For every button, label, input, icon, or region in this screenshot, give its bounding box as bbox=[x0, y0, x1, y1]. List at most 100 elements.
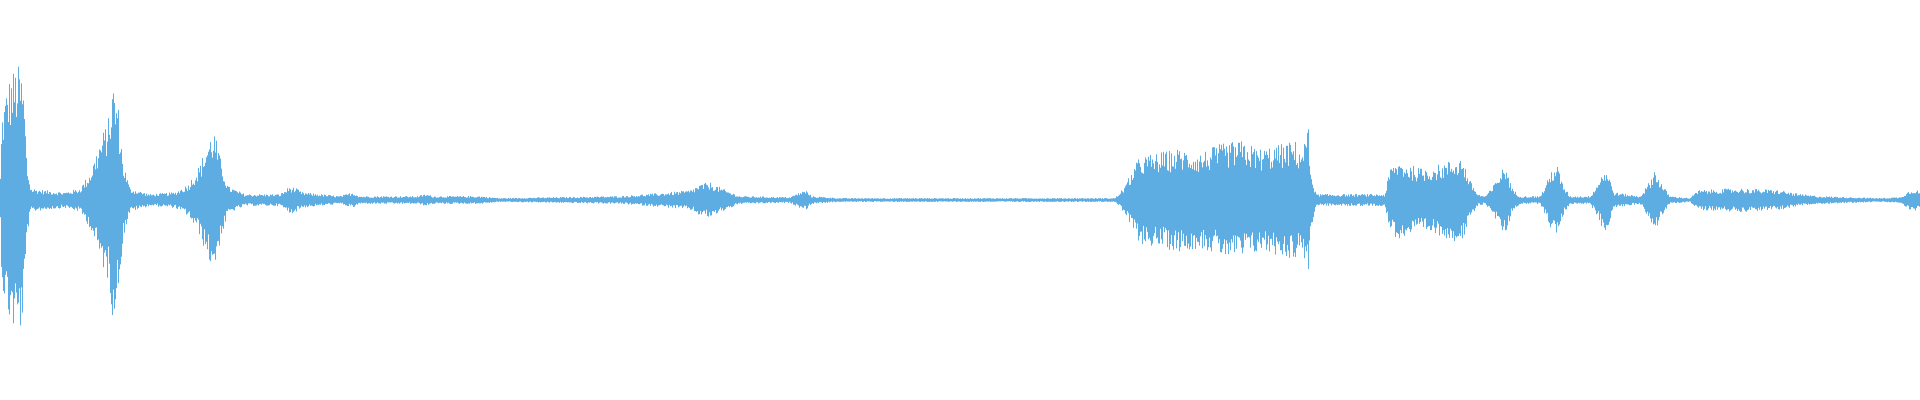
waveform-bar bbox=[200, 165, 201, 224]
waveform-bar bbox=[172, 193, 173, 208]
waveform-bar bbox=[833, 198, 834, 202]
waveform-bar bbox=[1185, 155, 1186, 247]
waveform-bar bbox=[1878, 198, 1879, 202]
waveform-bar bbox=[1745, 192, 1746, 212]
waveform-bar bbox=[1069, 198, 1070, 202]
waveform-bar bbox=[302, 192, 303, 207]
waveform-bar bbox=[972, 198, 973, 202]
waveform-bar bbox=[1276, 147, 1277, 238]
waveform-bar bbox=[1716, 191, 1717, 207]
waveform-bar bbox=[1857, 198, 1858, 202]
waveform-bar bbox=[1189, 163, 1190, 250]
waveform-bar bbox=[773, 196, 774, 203]
waveform-bar bbox=[1219, 144, 1220, 240]
waveform-bar bbox=[1535, 196, 1536, 203]
waveform-bar bbox=[647, 195, 648, 206]
waveform-bar bbox=[1044, 198, 1045, 202]
waveform-bar bbox=[404, 197, 405, 204]
waveform-bar bbox=[10, 124, 11, 296]
waveform-bar bbox=[949, 198, 950, 202]
waveform-bar bbox=[658, 195, 659, 206]
waveform-bar bbox=[195, 180, 196, 221]
waveform-bar bbox=[651, 194, 652, 204]
waveform-bar bbox=[1399, 166, 1400, 239]
waveform-bar bbox=[840, 198, 841, 202]
waveform-bar bbox=[323, 196, 324, 205]
waveform-bar bbox=[1895, 197, 1896, 202]
waveform-bar bbox=[74, 191, 75, 210]
waveform-bar bbox=[1838, 198, 1839, 203]
waveform-bar bbox=[500, 198, 501, 202]
waveform-bar bbox=[19, 79, 20, 289]
waveform-bar bbox=[1559, 173, 1560, 225]
waveform-bar bbox=[176, 194, 177, 209]
waveform-bar bbox=[481, 196, 482, 203]
waveform-bar bbox=[1350, 194, 1351, 206]
waveform-bar bbox=[434, 196, 435, 204]
waveform-bar bbox=[946, 198, 947, 202]
waveform-bar bbox=[185, 186, 186, 209]
waveform-bar bbox=[682, 191, 683, 208]
waveform-bar bbox=[441, 196, 442, 204]
waveform-bar bbox=[209, 149, 210, 260]
waveform-bar bbox=[784, 197, 785, 203]
waveform-bar bbox=[557, 197, 558, 203]
waveform-bar bbox=[1556, 172, 1557, 233]
waveform-bar bbox=[373, 197, 374, 203]
waveform-bar bbox=[685, 191, 686, 207]
waveform-bar bbox=[589, 197, 590, 203]
waveform-bar bbox=[1338, 195, 1339, 205]
waveform-bar bbox=[940, 198, 941, 202]
waveform-bar bbox=[853, 198, 854, 202]
waveform-bar bbox=[1075, 198, 1076, 202]
waveform-bar bbox=[1834, 196, 1835, 203]
waveform-bar bbox=[531, 197, 532, 203]
waveform-bar bbox=[678, 194, 679, 208]
waveform-bar bbox=[226, 187, 227, 211]
waveform-bar bbox=[1703, 191, 1704, 211]
waveform-bar bbox=[265, 196, 266, 205]
waveform-bar bbox=[1673, 196, 1674, 203]
waveform-bar bbox=[1066, 198, 1067, 202]
waveform-bar bbox=[1254, 149, 1255, 252]
waveform-bar bbox=[971, 198, 972, 202]
waveform-bar bbox=[788, 197, 789, 203]
waveform-bar bbox=[1482, 196, 1483, 205]
waveform-bar bbox=[541, 197, 542, 203]
waveform-bar bbox=[818, 197, 819, 204]
waveform-bar bbox=[107, 141, 108, 278]
waveform-bar bbox=[218, 153, 219, 241]
waveform-bar bbox=[1204, 160, 1205, 247]
waveform-bar bbox=[420, 195, 421, 205]
waveform-bar bbox=[1114, 198, 1115, 202]
waveform-bar bbox=[52, 194, 53, 207]
waveform-bar bbox=[920, 198, 921, 202]
waveform-bar bbox=[1211, 159, 1212, 252]
waveform-bar bbox=[1481, 196, 1482, 205]
waveform-bar bbox=[1255, 167, 1256, 251]
waveform-bar bbox=[1347, 196, 1348, 206]
waveform-bar bbox=[1002, 198, 1003, 202]
waveform-bar bbox=[1434, 172, 1435, 228]
waveform-bar bbox=[1439, 170, 1440, 236]
waveform-bar bbox=[412, 196, 413, 203]
waveform-bar bbox=[1890, 198, 1891, 203]
waveform-bar bbox=[1407, 173, 1408, 229]
waveform-bar bbox=[98, 158, 99, 240]
waveform-bar bbox=[427, 195, 428, 204]
waveform-bar bbox=[406, 196, 407, 203]
waveform-bar bbox=[568, 198, 569, 203]
waveform-bar bbox=[1681, 197, 1682, 203]
waveform-bar bbox=[1188, 167, 1189, 244]
waveform-bar bbox=[455, 196, 456, 203]
waveform-bar bbox=[236, 191, 237, 206]
waveform-bar bbox=[111, 127, 112, 305]
waveform-bar bbox=[66, 192, 67, 206]
waveform-bar bbox=[381, 196, 382, 203]
waveform-bar bbox=[256, 196, 257, 206]
waveform-bar bbox=[1881, 198, 1882, 202]
waveform-bar bbox=[854, 198, 855, 202]
waveform-bar bbox=[459, 196, 460, 204]
